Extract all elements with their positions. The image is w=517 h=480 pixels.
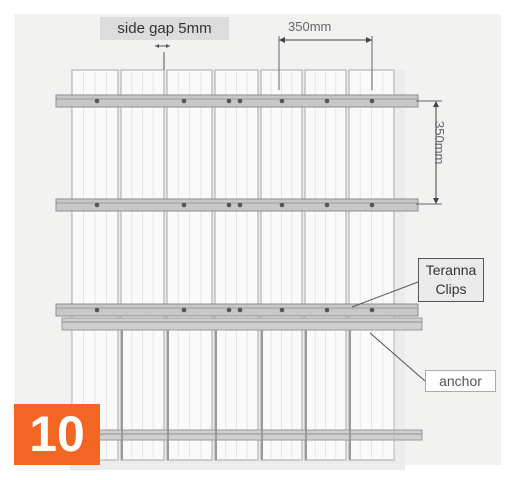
clip-screw (369, 98, 375, 104)
batten (55, 94, 419, 108)
clip-screw (226, 202, 232, 208)
side-gap-label: side gap 5mm (100, 17, 229, 40)
clip-screw (324, 98, 330, 104)
clip-screw (226, 98, 232, 104)
teranna-clips-label: Teranna Clips (418, 258, 484, 302)
anchor-label: anchor (425, 370, 496, 392)
clip-screw (369, 307, 375, 313)
clip-screw (237, 98, 243, 104)
clip-screw (94, 98, 100, 104)
clip-screw (279, 98, 285, 104)
battens (55, 94, 419, 317)
clip-screw (181, 98, 187, 104)
width-dimension (278, 36, 373, 90)
step-number-badge: 10 (14, 404, 100, 465)
clip-screw (324, 202, 330, 208)
clip-screw (279, 202, 285, 208)
side-gap-marker (155, 44, 170, 70)
clip-screw (94, 202, 100, 208)
clip-screw (226, 307, 232, 313)
batten (55, 198, 419, 212)
anchor-leader (369, 332, 426, 382)
clip-screw (237, 307, 243, 313)
batten-spacing-label: 350mm (432, 121, 447, 165)
clip-screw (181, 202, 187, 208)
clip-screw (279, 307, 285, 313)
clips-leader (351, 281, 419, 308)
sheet-width-label: 350mm (288, 19, 332, 34)
batten (55, 303, 419, 317)
polycarbonate-sheets (71, 69, 395, 461)
clip-screw (324, 307, 330, 313)
height-dimension (416, 100, 442, 205)
clip-screw (94, 307, 100, 313)
clip-screw (237, 202, 243, 208)
clip-screw (181, 307, 187, 313)
clip-screw (369, 202, 375, 208)
